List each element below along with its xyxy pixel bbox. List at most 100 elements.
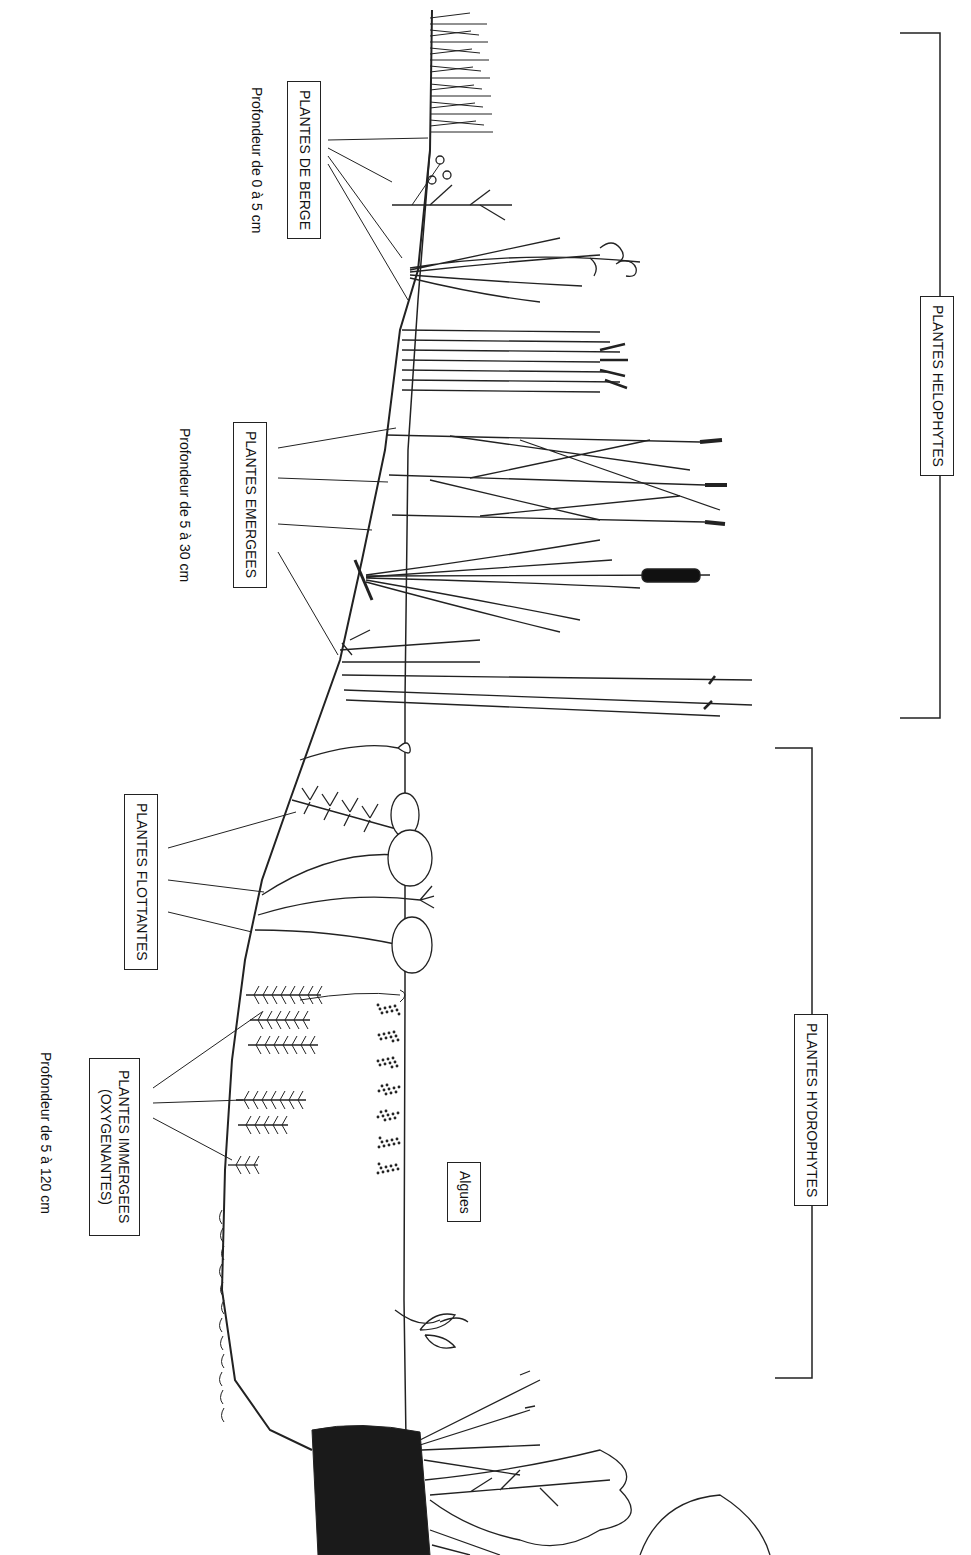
plant-stroke: [303, 1011, 308, 1020]
plant-stroke: [294, 1011, 299, 1020]
plant-dot: [397, 1112, 399, 1114]
plant-stroke: [480, 205, 505, 220]
plant-dot: [398, 1086, 400, 1088]
plant-stroke: [292, 1045, 297, 1054]
plant-stroke: [254, 995, 259, 1004]
cattail-head: [642, 569, 700, 582]
plant-stroke: [292, 1036, 297, 1045]
plant-stroke: [430, 84, 482, 89]
plant-drawings: [220, 13, 771, 1555]
plant-stroke: [254, 1156, 259, 1165]
plant-dot: [398, 1142, 400, 1144]
plant-stroke: [274, 1045, 279, 1054]
plant-stroke: [289, 1100, 294, 1109]
plant-stroke: [395, 1310, 468, 1348]
plant-stroke: [430, 102, 483, 107]
plant-stroke: [244, 1091, 249, 1100]
plant-stroke: [430, 49, 472, 54]
plant-stroke: [402, 360, 600, 362]
plant-stroke: [267, 1020, 272, 1029]
plant-stroke: [244, 1100, 249, 1109]
plant-dot: [391, 1066, 393, 1068]
plant-stroke: [258, 1020, 263, 1029]
plant-dot: [393, 1143, 395, 1145]
plant-dot: [377, 1060, 379, 1062]
plant-stroke: [298, 1100, 303, 1109]
plant-dot: [395, 1164, 397, 1166]
plant-dot: [392, 1169, 394, 1171]
lily-pad: [388, 830, 432, 886]
plant-stroke: [430, 132, 493, 133]
plant-stroke: [310, 1036, 315, 1045]
plant-stroke: [342, 630, 370, 655]
plant-dot: [377, 1116, 379, 1118]
plant-dot: [397, 1168, 399, 1170]
plant-stroke: [340, 640, 480, 650]
leader-line: [168, 812, 296, 932]
plant-stroke: [299, 995, 304, 1004]
plant-dot: [382, 1171, 384, 1173]
plant-stroke: [389, 475, 705, 485]
plant-stroke: [430, 185, 452, 205]
leader-line: [153, 1012, 262, 1160]
plant-stroke: [271, 1100, 276, 1109]
plant-dot: [389, 1062, 391, 1064]
plant-stroke: [430, 24, 487, 25]
plant-dot: [384, 1007, 386, 1009]
plant-dot: [396, 1009, 398, 1011]
plant-stroke: [430, 96, 491, 97]
plant-stroke: [246, 1116, 251, 1125]
plant-dot: [379, 1064, 381, 1066]
plant-stroke: [704, 676, 715, 709]
plant-stroke: [430, 436, 720, 520]
plant-stroke: [221, 1390, 224, 1404]
plant-dot: [436, 156, 444, 164]
plant-stroke: [312, 1425, 430, 1555]
plant-stroke: [282, 1116, 287, 1125]
plant-stroke: [430, 60, 489, 61]
plant-stroke: [430, 48, 480, 53]
plant-dot: [385, 1110, 387, 1112]
plant-stroke: [222, 1300, 225, 1314]
plant-stroke: [281, 995, 286, 1004]
plant-dot: [392, 1040, 394, 1042]
plant-dot: [385, 1166, 387, 1168]
plant-stroke: [253, 1091, 258, 1100]
plant-stroke: [220, 1372, 223, 1386]
plant-stroke: [272, 986, 277, 995]
plant-stroke: [245, 1156, 250, 1165]
category-title: Algues: [457, 1171, 473, 1214]
plant-dot: [382, 1115, 384, 1117]
plant-stroke: [430, 121, 476, 126]
leader-line: [278, 428, 396, 655]
plant-stroke: [301, 1045, 306, 1054]
plant-dot: [387, 1170, 389, 1172]
plant-dot: [386, 1011, 388, 1013]
plant-stroke: [402, 390, 600, 392]
depth-label: Profondeur de 0 à 5 cm: [248, 87, 266, 233]
plant-stroke: [430, 30, 479, 35]
plant-stroke: [430, 66, 481, 71]
plant-stroke: [221, 1228, 224, 1242]
plant-stroke: [425, 1450, 631, 1546]
plant-dot: [385, 1037, 387, 1039]
category-box: PLANTES IMMERGEES (OXYGENANTES): [89, 1058, 140, 1236]
plant-stroke: [273, 1116, 278, 1125]
plant-stroke: [265, 1045, 270, 1054]
plant-stroke: [255, 1125, 260, 1134]
plant-stroke: [430, 42, 488, 43]
plant-stroke: [290, 995, 295, 1004]
plant-dot: [387, 1114, 389, 1116]
plant-dot: [396, 1065, 398, 1067]
plant-stroke: [342, 661, 480, 662]
plant-stroke: [640, 1495, 770, 1555]
plant-stroke: [280, 1100, 285, 1109]
plant-stroke: [276, 1011, 281, 1020]
plant-stroke: [271, 1091, 276, 1100]
plant-dot: [388, 1088, 390, 1090]
plant-dot: [380, 1167, 382, 1169]
plant-stroke: [392, 204, 512, 205]
ground-profile: [222, 10, 432, 1450]
plant-stroke: [285, 1020, 290, 1029]
plant-stroke: [246, 1125, 251, 1134]
